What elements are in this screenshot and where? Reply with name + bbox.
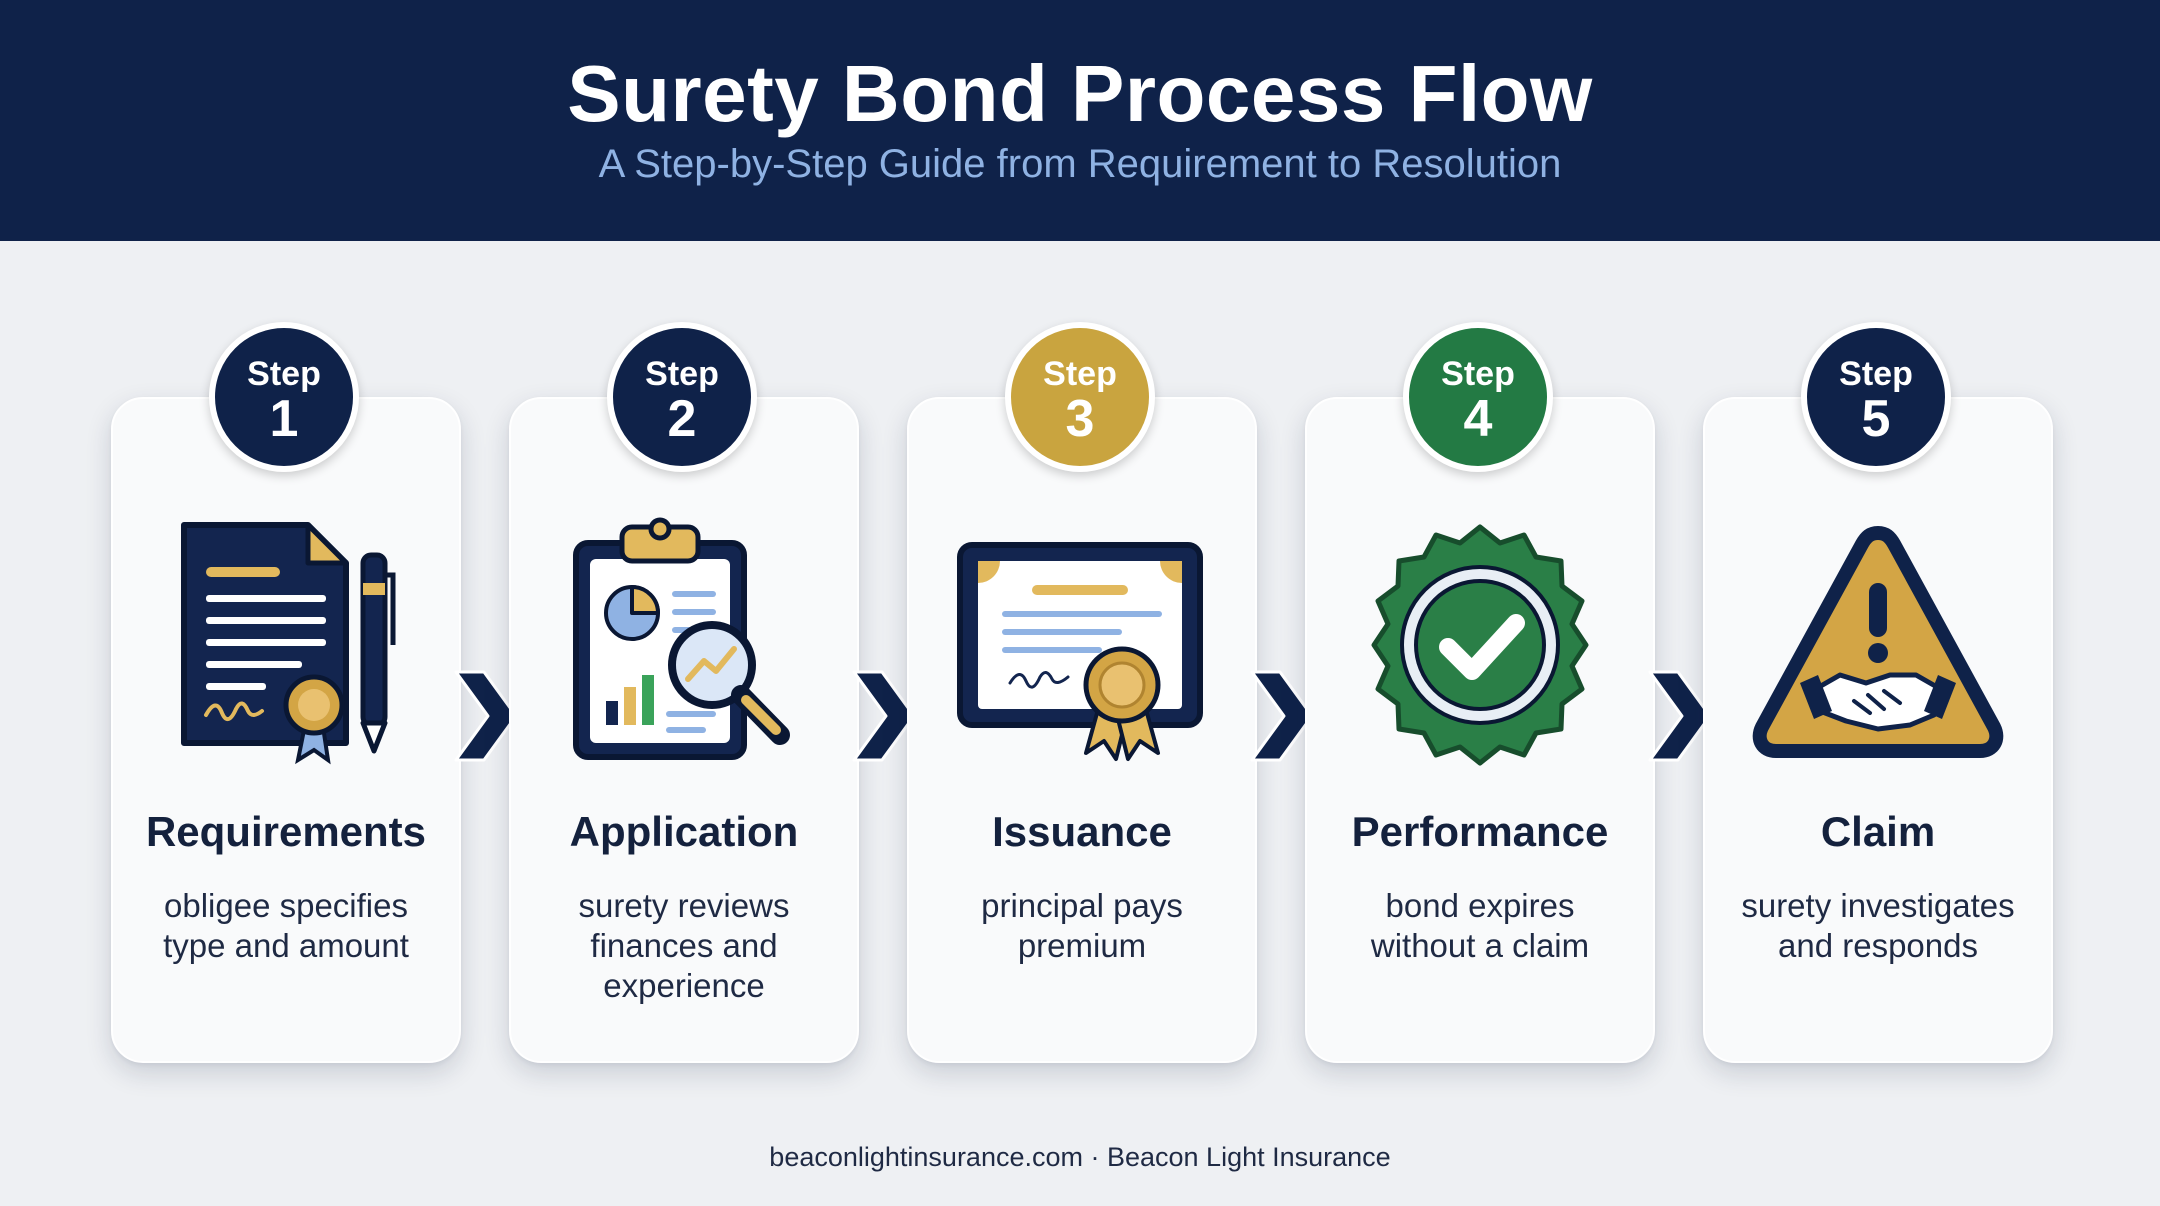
step-title-5: Claim [1820, 808, 1936, 855]
step-badge-number: 5 [1861, 390, 1891, 448]
clipboard-magnifier-icon [554, 515, 814, 775]
step-badge-3: Step 3 [1005, 322, 1155, 472]
warning-handshake-icon [1748, 515, 2008, 775]
step-title-4: Performance [1351, 808, 1609, 855]
step-badge-word: Step [645, 355, 719, 393]
chevron-right-icon [846, 668, 918, 764]
chevron-right-icon [1244, 668, 1316, 764]
chevron-right-icon [1642, 668, 1714, 764]
check-seal-icon [1350, 515, 1610, 775]
step-badge-word: Step [247, 355, 321, 393]
step-desc-3: principal pays premium [981, 887, 1183, 964]
chevron-right-icon [448, 668, 520, 764]
page-title: Surety Bond Process Flow [567, 49, 1593, 138]
step-badge-1: Step 1 [209, 322, 359, 472]
step-desc-4: bond expires without a claim [1370, 887, 1590, 964]
contract-document-icon [156, 515, 416, 775]
step-badge-2: Step 2 [607, 322, 757, 472]
step-badge-word: Step [1441, 355, 1515, 393]
step-title-1: Requirements [145, 808, 427, 855]
step-badge-number: 3 [1065, 390, 1095, 448]
step-badge-number: 4 [1463, 390, 1493, 448]
page-subtitle: A Step-by-Step Guide from Requirement to… [598, 142, 1562, 186]
step-badge-number: 1 [269, 390, 299, 448]
step-title-2: Application [569, 808, 799, 855]
step-desc-5: surety investigates and responds [1741, 887, 2015, 964]
step-desc-2: surety reviews finances and experience [578, 887, 790, 1004]
step-badge-number: 2 [667, 390, 697, 448]
step-desc-1: obligee specifies type and amount [163, 887, 409, 964]
header-banner: Surety Bond Process Flow A Step-by-Step … [0, 0, 2160, 241]
step-badge-4: Step 4 [1403, 322, 1553, 472]
step-card-3 [907, 397, 1257, 1063]
step-badge-word: Step [1043, 355, 1117, 393]
step-badge-5: Step 5 [1801, 322, 1951, 472]
step-badge-word: Step [1839, 355, 1913, 393]
footer-credit: beaconlightinsurance.com · Beacon Light … [769, 1142, 1391, 1172]
certificate-seal-icon [952, 515, 1212, 775]
step-title-3: Issuance [992, 808, 1172, 855]
